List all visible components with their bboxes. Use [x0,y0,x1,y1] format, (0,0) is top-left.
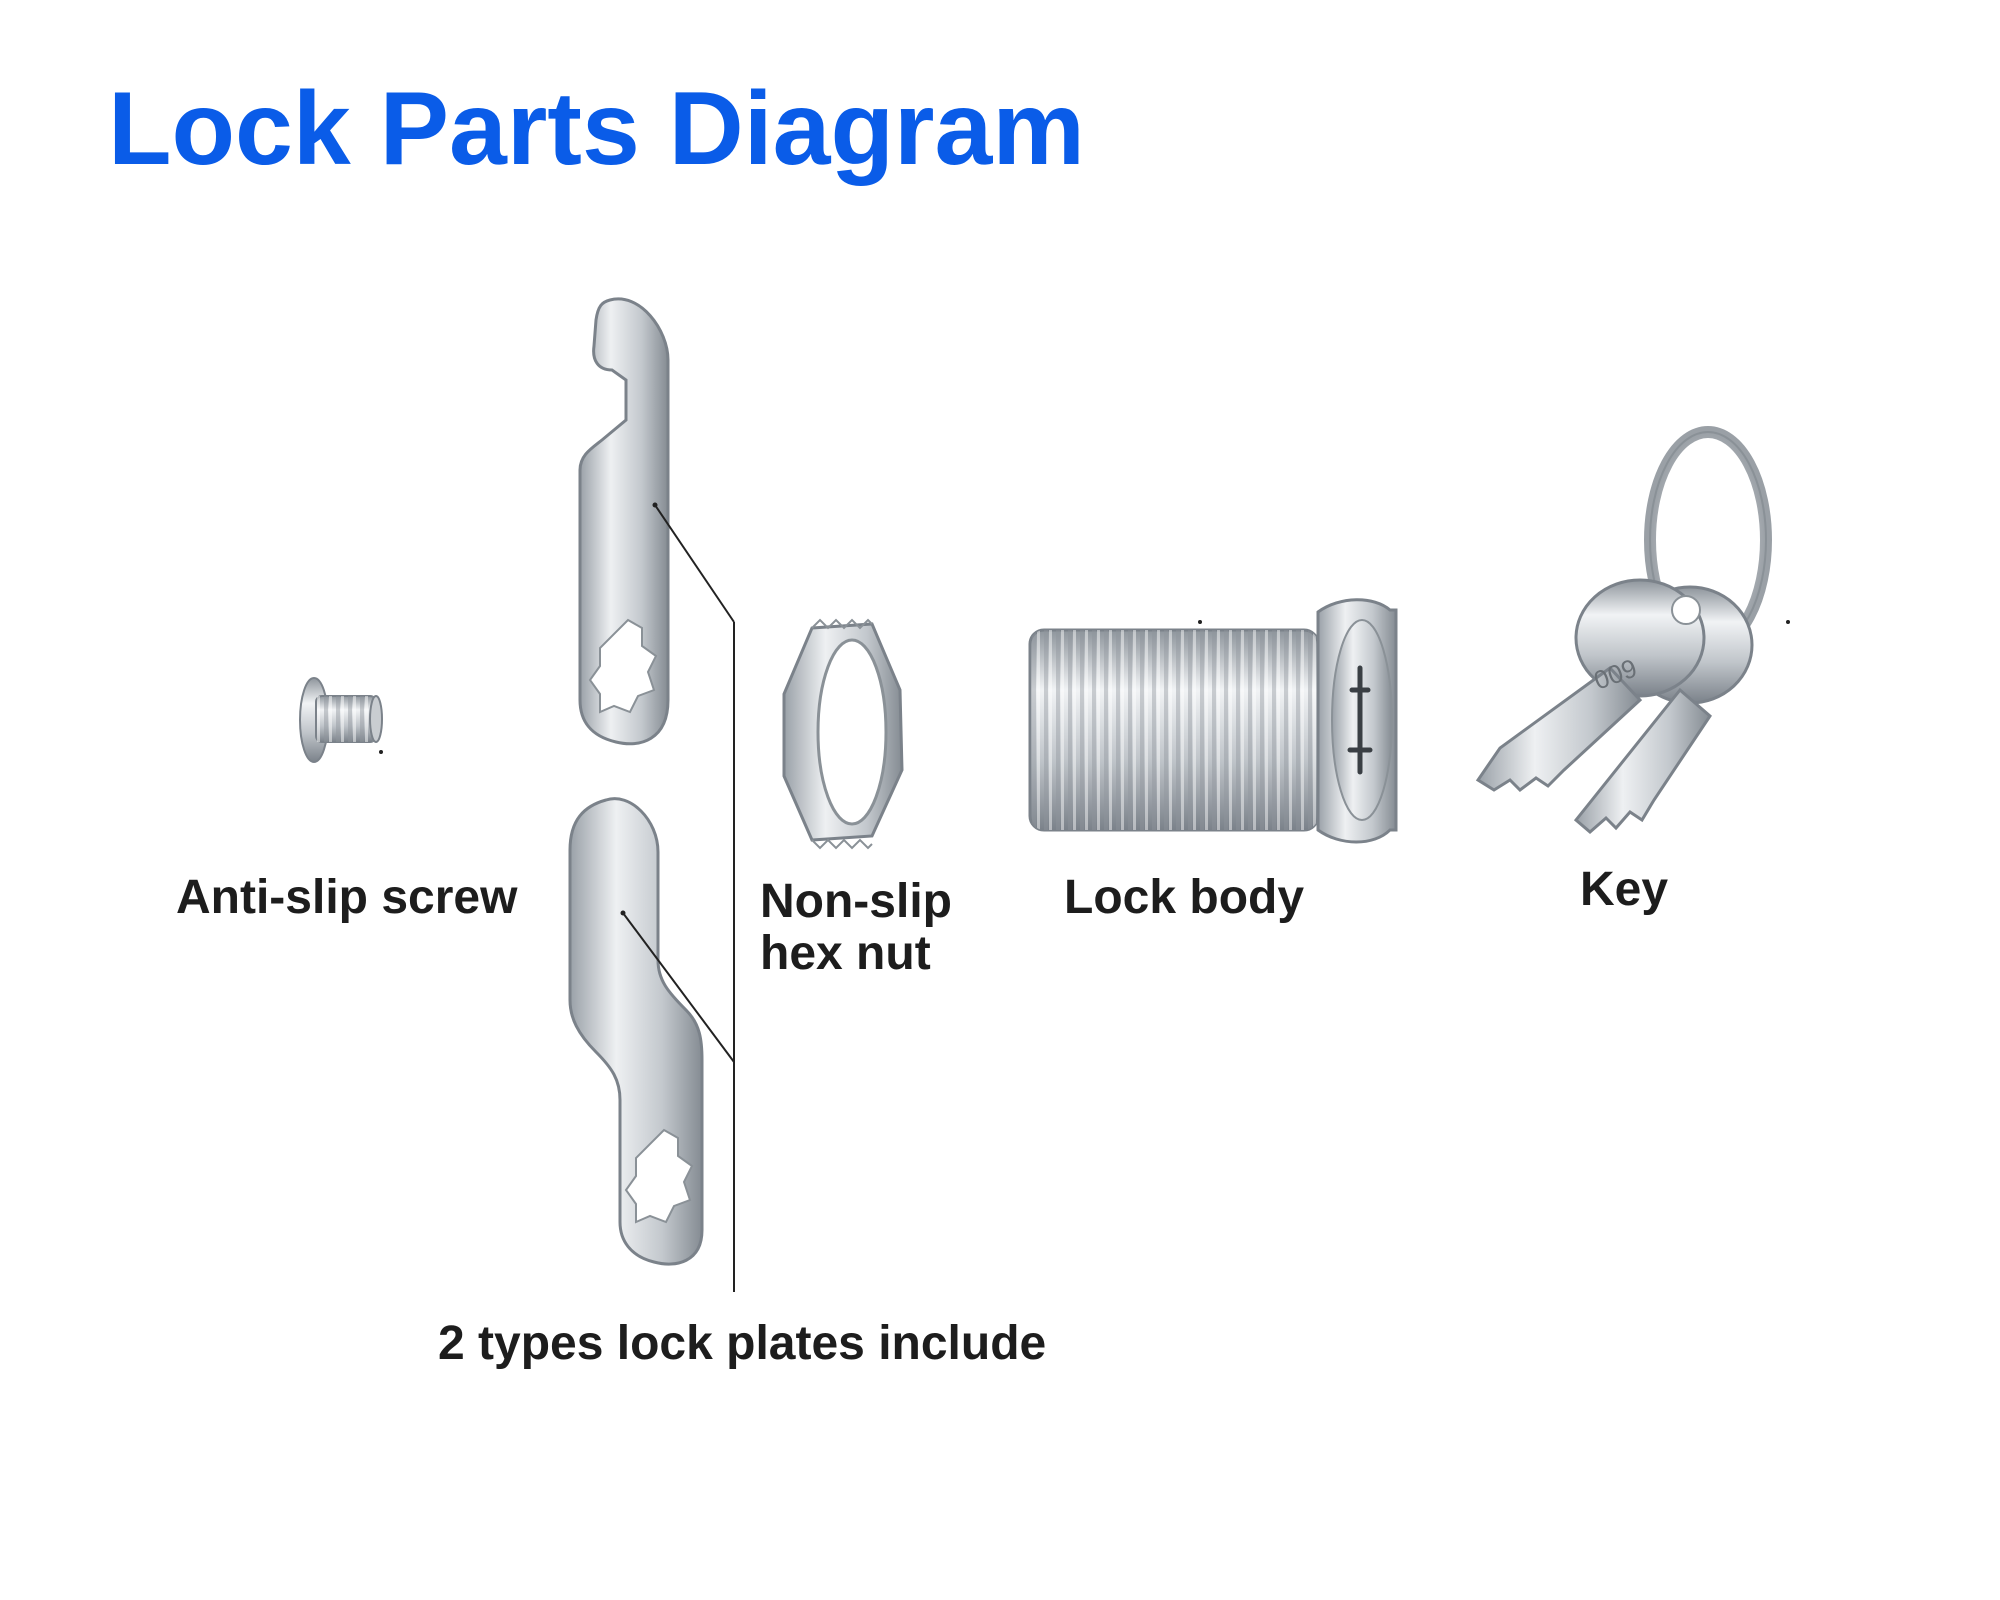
hex-nut-illustration [784,620,902,848]
label-lock-body: Lock body [1064,872,1304,924]
label-lock-plates: 2 types lock plates include [438,1318,1046,1370]
screw-illustration [300,678,383,762]
lock-plate-offset [570,799,702,1264]
lock-body-illustration [1030,600,1396,842]
label-hex-nut: Non-slip hex nut [760,876,952,980]
key-illustration: 009 [1478,432,1790,832]
lock-plate-hook [580,299,668,744]
label-anti-slip-screw: Anti-slip screw [176,872,517,924]
label-hex-nut-line2: hex nut [760,928,952,980]
label-hex-nut-line1: Non-slip [760,876,952,928]
label-key: Key [1580,864,1668,916]
